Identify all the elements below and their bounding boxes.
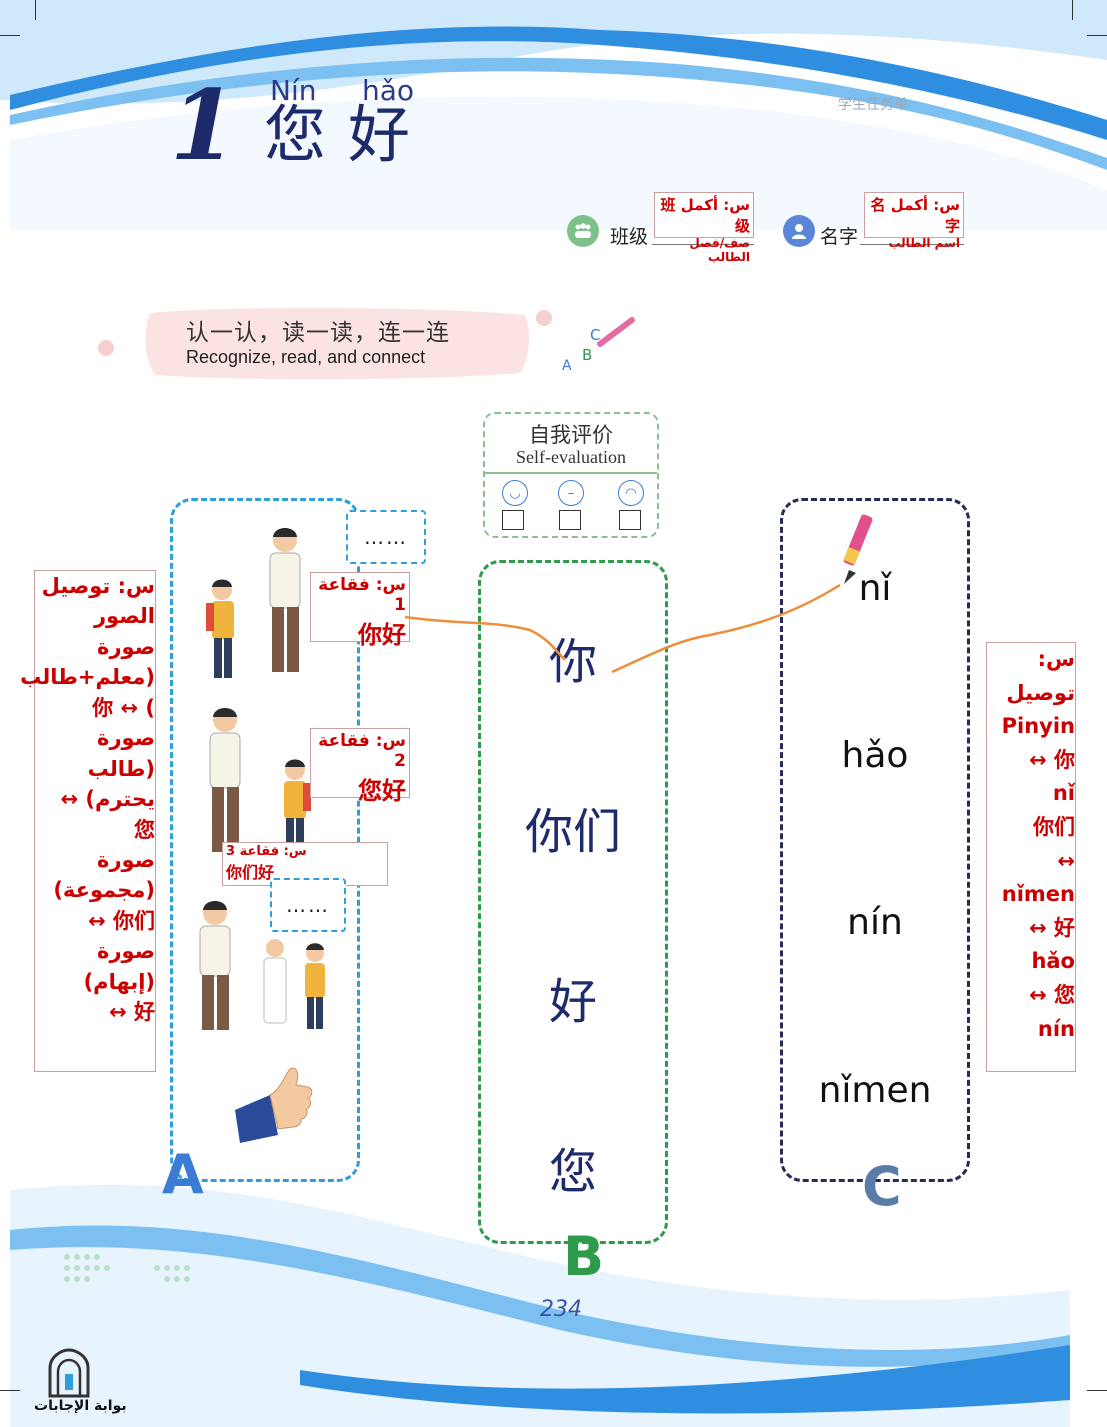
- teacher-student-illustration[interactable]: [200, 525, 320, 685]
- class-label: 班级: [610, 226, 649, 248]
- teacher-group-illustration[interactable]: [190, 898, 340, 1038]
- class-input-line[interactable]: [652, 244, 754, 245]
- column-b-characters: [478, 560, 668, 1244]
- banner-dot: [98, 340, 114, 356]
- name-input-line[interactable]: [860, 244, 964, 245]
- bubble2-annotation: س: فقاعة 2 您好: [310, 728, 410, 805]
- speech-bubble-2: ……: [270, 878, 346, 932]
- class-annotation: س: أكمل 班级 صف/فصل الطالب: [654, 192, 754, 264]
- portal-label: بوابة الإجابات: [34, 1398, 127, 1414]
- bubble3-annotation: س: فقاعة 3 你们好: [222, 842, 388, 886]
- crop-mark: [1072, 0, 1073, 20]
- column-a-pictures: [170, 498, 360, 1182]
- user-icon: [783, 215, 815, 247]
- ministry-logo-dots: [64, 1254, 190, 1282]
- happy-face-icon: ◡: [502, 480, 528, 506]
- character-ni[interactable]: 你: [548, 634, 597, 690]
- banner-dot: [536, 310, 552, 326]
- thumbs-up-icon[interactable]: [230, 1065, 315, 1145]
- instruction-chinese: 认一认，读一读，连一连: [186, 320, 450, 346]
- right-arabic-annotation: س: توصيل Pinyin 你 ↔ nǐ 你们 ↔ nǐmen 好 ↔ hǎ…: [986, 642, 1076, 1072]
- top-wave-decoration: [0, 0, 1107, 230]
- character-nimen[interactable]: 你们: [524, 804, 621, 860]
- sad-face-icon: ◠: [618, 480, 644, 506]
- crop-mark: [35, 0, 36, 20]
- name-label: 名字: [820, 226, 859, 248]
- left-arabic-annotation: س: توصيل الصور صورة (معلم+طالب ) ↔ 你 صور…: [20, 570, 156, 1072]
- neutral-face-icon: –: [558, 480, 584, 506]
- lesson-number: 1: [170, 69, 237, 182]
- crop-mark: [0, 35, 20, 36]
- title-hanzi-nin: 您: [264, 98, 327, 171]
- self-evaluation-divider: [485, 472, 657, 474]
- happy-checkbox[interactable]: [502, 510, 524, 530]
- svg-text:A: A: [562, 358, 572, 374]
- neutral-checkbox[interactable]: [559, 510, 581, 530]
- self-evaluation-box: 自我评价 Self-evaluation ◡ – ◠: [483, 412, 659, 538]
- speech-bubble-1: ……: [346, 510, 426, 564]
- bottom-wave-decoration: [10, 1184, 1070, 1427]
- column-b-letter: B: [563, 1225, 605, 1288]
- crop-mark: [0, 1390, 20, 1391]
- bubble1-annotation: س: فقاعة 1 你好: [310, 572, 410, 649]
- student-greets-teacher-illustration[interactable]: [195, 705, 315, 865]
- sad-checkbox[interactable]: [619, 510, 641, 530]
- pinyin-nimen[interactable]: nǐmen: [818, 1070, 932, 1111]
- column-a-letter: A: [162, 1143, 204, 1206]
- svg-text:B: B: [582, 346, 592, 364]
- self-evaluation-chinese: 自我评价: [529, 423, 613, 447]
- page-number: 234: [540, 1297, 582, 1322]
- connecting-lines: [404, 583, 841, 674]
- self-evaluation-english: Self-evaluation: [516, 447, 626, 467]
- character-hao[interactable]: 好: [548, 974, 597, 1030]
- name-annotation: س: أكمل 名字 اسم الطالب: [864, 192, 964, 250]
- pen-icon: [843, 514, 873, 584]
- crop-mark: [1087, 1390, 1107, 1391]
- title-pinyin-hao: hǎo: [362, 74, 415, 107]
- pinyin-ni[interactable]: nǐ: [858, 568, 892, 609]
- pinyin-hao[interactable]: hǎo: [841, 735, 909, 776]
- group-icon: [567, 215, 599, 247]
- title-pinyin-nin: Nín: [270, 74, 317, 107]
- column-c-letter: C: [862, 1155, 902, 1218]
- instruction-banner: [145, 307, 530, 380]
- column-c-pinyin: [780, 498, 970, 1182]
- abc-pen-icon: A B C: [562, 317, 635, 374]
- svg-text:C: C: [590, 326, 600, 344]
- pinyin-nin[interactable]: nín: [847, 902, 903, 943]
- character-nin[interactable]: 您: [548, 1144, 597, 1200]
- portal-logo-icon: [48, 1348, 90, 1398]
- instruction-english: Recognize, read, and connect: [186, 347, 426, 367]
- task-sheet-label: 学生任务单: [838, 97, 908, 113]
- title-hanzi-hao: 好: [348, 98, 411, 171]
- crop-mark: [1087, 35, 1107, 36]
